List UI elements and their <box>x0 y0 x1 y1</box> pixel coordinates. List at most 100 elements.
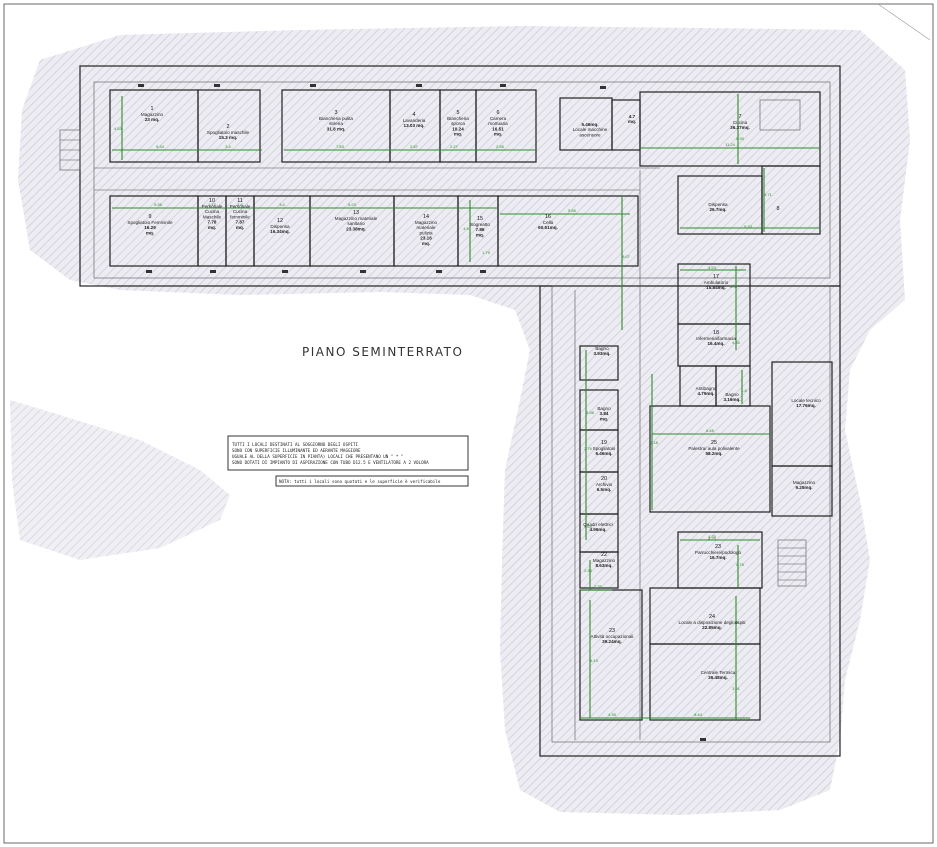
measure-label: 1.72 <box>208 202 217 207</box>
room-name: Cucina <box>233 209 248 214</box>
measure-label: 5.36 <box>154 202 163 207</box>
room-area: 4.96mq. <box>589 527 606 532</box>
measure-label: 1.8 <box>237 202 243 207</box>
room-area: mq. <box>208 225 216 230</box>
room-area: 16.4mq. <box>707 341 724 346</box>
measure-label: 1.8 <box>741 388 747 393</box>
window-marks <box>138 84 706 741</box>
room-name: Magazzino <box>793 480 816 485</box>
measure-label: 8.45 <box>706 428 715 433</box>
room-number: 16 <box>545 214 551 220</box>
measure-label: 5.34 <box>156 144 165 149</box>
room-area: 5.46mq. <box>581 122 598 127</box>
measure-label: 2.35 <box>584 568 593 573</box>
room-name: femminile <box>230 214 250 219</box>
measure-label: 4.25 <box>708 534 717 539</box>
room-area: 10.24 <box>452 126 464 131</box>
room-area: 3.93mq. <box>593 351 610 356</box>
room-name: Magazzino materiale <box>335 216 378 221</box>
room-area: mq. <box>476 232 484 237</box>
room-name: Magazzino <box>141 112 164 117</box>
room-area: 9.25mq. <box>795 485 812 490</box>
room-name: sporca <box>451 121 465 126</box>
measure-label: 2.27 <box>450 144 459 149</box>
room-number: 8 <box>777 206 780 212</box>
room-name: Cucina <box>205 209 220 214</box>
room-area: 16.34mq. <box>270 229 290 234</box>
measure-label: 4.35 <box>732 340 741 345</box>
measure-label: 2.76 <box>584 446 593 451</box>
measure-label: 9.33 <box>744 224 753 229</box>
room-name: Bagno <box>597 406 611 411</box>
room-number: 12 <box>277 218 283 224</box>
room-name: Spogliatoio Femminile <box>127 220 173 225</box>
room-name: materiale <box>417 225 436 230</box>
measure-label: 3.4 <box>279 202 285 207</box>
room-name: Parrucchiere/podologo <box>695 550 742 555</box>
room-area: 7.86 <box>476 227 485 232</box>
room-area: 60.51mq. <box>538 225 558 230</box>
room-name: pulizia <box>419 230 432 235</box>
note-line: UGUALE AL DELLA SUPERFICIE IN PIANTA) LO… <box>232 454 403 459</box>
measure-label: 4.71 <box>764 192 773 197</box>
room-number: 6 <box>497 110 500 116</box>
room-area: mq. <box>494 132 502 137</box>
room-name: Magazzino <box>593 558 616 563</box>
measure-label: 5.23 <box>348 202 357 207</box>
room-area: mq. <box>146 230 154 235</box>
room-name: Antibagno <box>696 386 717 391</box>
measure-label: 3.98 <box>586 410 595 415</box>
measurement-lines <box>112 94 820 720</box>
measure-label: 6.35 <box>736 136 745 141</box>
room-name: Dispensa <box>270 224 290 229</box>
room-name: Spogliatoio <box>593 446 616 451</box>
room-area: 36.48mq. <box>708 675 728 680</box>
room-name: Infermeria/farmacia <box>696 336 736 341</box>
nota-box: NOTA: tutti i locali sono quotati e le s… <box>275 475 469 487</box>
measure-label: 2.55 <box>496 144 505 149</box>
measure-label: 2.35 <box>594 584 603 589</box>
room-number: 14 <box>423 214 429 220</box>
room-number: 18 <box>713 330 719 336</box>
measure-label: 4.53 <box>114 126 123 131</box>
room-name: Palestra/ aula polivalente <box>688 446 740 451</box>
room-area: mq. <box>628 119 636 124</box>
room-name: Bagno <box>595 346 609 351</box>
room-area: mq. <box>600 416 608 421</box>
room-number: 10 <box>209 198 215 204</box>
room-name: Dispensa <box>708 202 728 207</box>
measure-label: 8.44 <box>694 712 703 717</box>
room-name: Personale <box>230 204 251 209</box>
measure-label: 1.79 <box>482 250 491 255</box>
room-area: 3.84 <box>600 411 609 416</box>
measure-label: 7.83 <box>336 144 345 149</box>
room-number: 24 <box>709 614 715 620</box>
building-walls <box>59 65 841 757</box>
measure-label: 5.85 <box>568 208 577 213</box>
measure-label: 11.24 <box>725 142 735 147</box>
room-area: 31.8 mq. <box>327 126 345 131</box>
note-line: SONO DOTATI DI IMPIANTO DI ASPIRAZIONE C… <box>232 460 429 465</box>
measure-label: 5.18 <box>650 440 659 445</box>
measure-label: 2.87 <box>410 144 419 149</box>
room-area: 16.7mq. <box>709 555 726 560</box>
room-name: Magazzino <box>415 220 438 225</box>
room-name: Quadri elettrici <box>583 522 613 527</box>
nota-text: NOTA: tutti i locali sono quotati e le s… <box>279 479 441 484</box>
room-name: Bagno <box>725 392 739 397</box>
measure-label: 3.9 <box>733 620 739 625</box>
room-number: 22 <box>601 552 607 558</box>
room-name: Lavanderia <box>403 118 426 123</box>
room-area: 8.63mq. <box>595 563 612 568</box>
room-name: Biancheria <box>447 116 469 121</box>
room-name: Spogliatoio maschile <box>207 130 250 135</box>
room-name: mortuaria <box>488 121 508 126</box>
room-area: 3.16mq. <box>723 397 740 402</box>
room-area: 13.03 mq. <box>404 123 425 128</box>
room-name: ascensore <box>579 132 601 137</box>
room-name: Centrale Termica <box>701 670 736 675</box>
room-number: 9 <box>149 214 152 220</box>
measure-label: 6.19 <box>590 658 599 663</box>
sheet-border <box>3 3 934 844</box>
